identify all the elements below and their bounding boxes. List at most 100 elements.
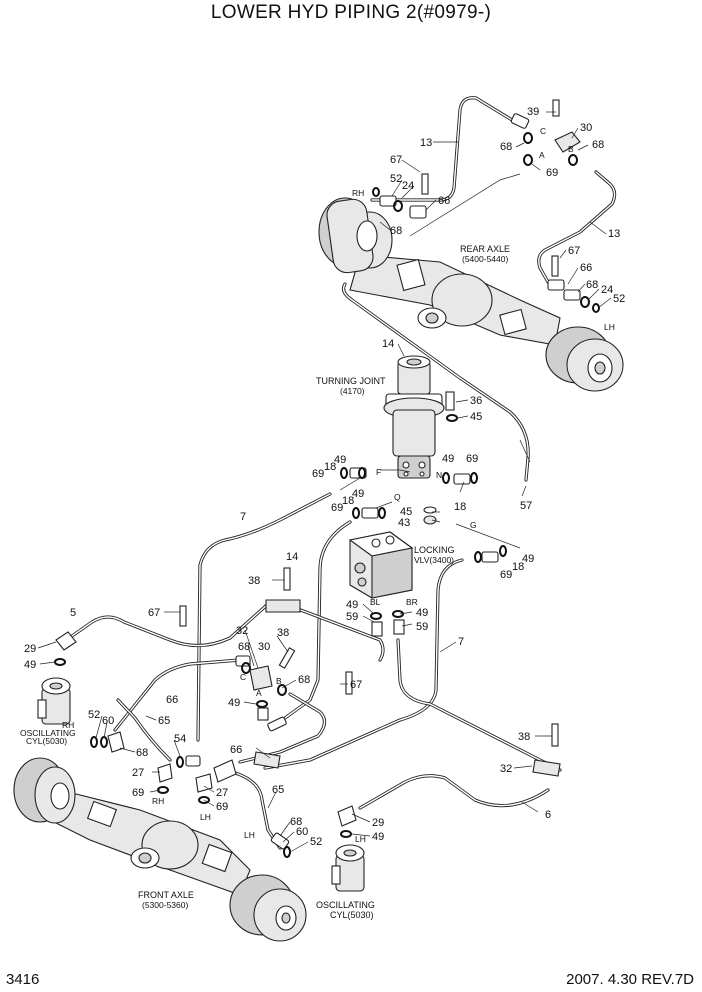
turning-joint-label: TURNING JOINT (316, 376, 386, 386)
callout-38: 38 (248, 575, 260, 587)
page-number: 3416 (6, 971, 40, 988)
port-q: Q (394, 492, 401, 502)
callout-67: 67 (568, 245, 580, 257)
rear-axle (318, 197, 624, 392)
callout-68: 68 (136, 747, 148, 759)
callout-67: 67 (350, 679, 362, 691)
callout-52: 52 (88, 709, 100, 721)
callout-38: 38 (518, 731, 530, 743)
locking-valve-code: VLV(3400) (414, 555, 454, 565)
port-b: B (276, 676, 282, 686)
callout-68: 68 (290, 816, 302, 828)
callout-49: 49 (352, 488, 364, 500)
front-axle (13, 757, 307, 942)
callout-69: 69 (216, 801, 228, 813)
port-b: B (568, 144, 574, 154)
callout-69: 69 (546, 167, 558, 179)
rear-axle-label: REAR AXLE (460, 244, 510, 254)
assembly-labels: REAR AXLE (5400-5440) TURNING JOINT (417… (20, 244, 510, 920)
callout-49: 49 (416, 607, 428, 619)
callout-13: 13 (608, 228, 620, 240)
callout-54: 54 (174, 733, 186, 745)
port-f: F (376, 467, 381, 477)
callout-6: 6 (545, 809, 551, 821)
osc-cyl-left-label: OSCILLATING (20, 728, 76, 738)
callout-67: 67 (390, 154, 402, 166)
callout-24: 24 (601, 284, 613, 296)
callout-69: 69 (500, 569, 512, 581)
locking-valve (348, 531, 414, 599)
port-lh: LH (355, 834, 366, 844)
callout-68: 68 (592, 139, 604, 151)
front-axle-code: (5300-5360) (142, 900, 188, 910)
callout-52: 52 (390, 173, 402, 185)
port-lh: LH (200, 812, 211, 822)
diagram-title: LOWER HYD PIPING 2(#0979-) (210, 2, 492, 23)
callout-14: 14 (286, 551, 298, 563)
callout-32: 32 (236, 625, 248, 637)
callout-49: 49 (442, 453, 454, 465)
revision-date: 2007. 4.30 REV.7D (566, 971, 694, 988)
callout-69: 69 (331, 502, 343, 514)
callout-27: 27 (132, 767, 144, 779)
callout-68: 68 (298, 674, 310, 686)
callout-66: 66 (438, 195, 450, 207)
callout-66: 66 (230, 744, 242, 756)
callout-24: 24 (402, 180, 414, 192)
callout-67: 67 (148, 607, 160, 619)
callout-29: 29 (24, 643, 36, 655)
port-n: N (436, 470, 442, 480)
callout-18: 18 (342, 495, 354, 507)
callout-45: 45 (400, 506, 412, 518)
osc-cyl-right-label: OSCILLATING (316, 900, 375, 910)
port-letters: RH LH A B C F N Q G BL BR A B C RH RH LH… (62, 126, 615, 844)
callout-45: 45 (470, 411, 482, 423)
callout-numbers: 13 39 30 68 68 69 67 52 24 66 68 13 67 6… (24, 106, 625, 848)
port-a: A (256, 688, 262, 698)
callout-49: 49 (24, 659, 36, 671)
port-rh: RH (62, 720, 74, 730)
locking-valve-label: LOCKING (414, 545, 455, 555)
callout-29: 29 (372, 817, 384, 829)
port-br: BR (406, 597, 418, 607)
leader-lines (37, 111, 612, 853)
port-c: C (240, 672, 246, 682)
turning-joint (383, 355, 445, 479)
turning-joint-code: (4170) (340, 386, 365, 396)
port-c: C (540, 126, 546, 136)
callout-36: 36 (470, 395, 482, 407)
front-axle-label: FRONT AXLE (138, 890, 194, 900)
callout-68: 68 (390, 225, 402, 237)
callout-18: 18 (512, 561, 524, 573)
oscillating-cylinder-right (331, 844, 365, 892)
rear-axle-code: (5400-5440) (462, 254, 508, 264)
callout-39: 39 (527, 106, 539, 118)
callout-60: 60 (296, 826, 308, 838)
callout-18: 18 (454, 501, 466, 513)
port-g: G (470, 520, 477, 530)
callout-57: 57 (520, 500, 532, 512)
callout-27: 27 (216, 787, 228, 799)
port-rh: RH (152, 796, 164, 806)
callout-32: 32 (500, 763, 512, 775)
callout-7: 7 (458, 636, 464, 648)
callout-30: 30 (580, 122, 592, 134)
osc-cyl-left-code: CYL(5030) (26, 736, 67, 746)
callout-52: 52 (613, 293, 625, 305)
callout-18: 18 (324, 461, 336, 473)
callout-65: 65 (272, 784, 284, 796)
hydraulic-pipes (70, 96, 617, 850)
oscillating-cylinder-left (37, 677, 71, 725)
callout-49: 49 (372, 831, 384, 843)
callout-30: 30 (258, 641, 270, 653)
callout-52: 52 (310, 836, 322, 848)
callout-5: 5 (70, 607, 76, 619)
osc-cyl-right-code: CYL(5030) (330, 910, 374, 920)
port-lh: LH (244, 830, 255, 840)
port-bl: BL (370, 597, 381, 607)
callout-66: 66 (166, 694, 178, 706)
callout-49: 49 (522, 553, 534, 565)
port-a: A (539, 150, 545, 160)
